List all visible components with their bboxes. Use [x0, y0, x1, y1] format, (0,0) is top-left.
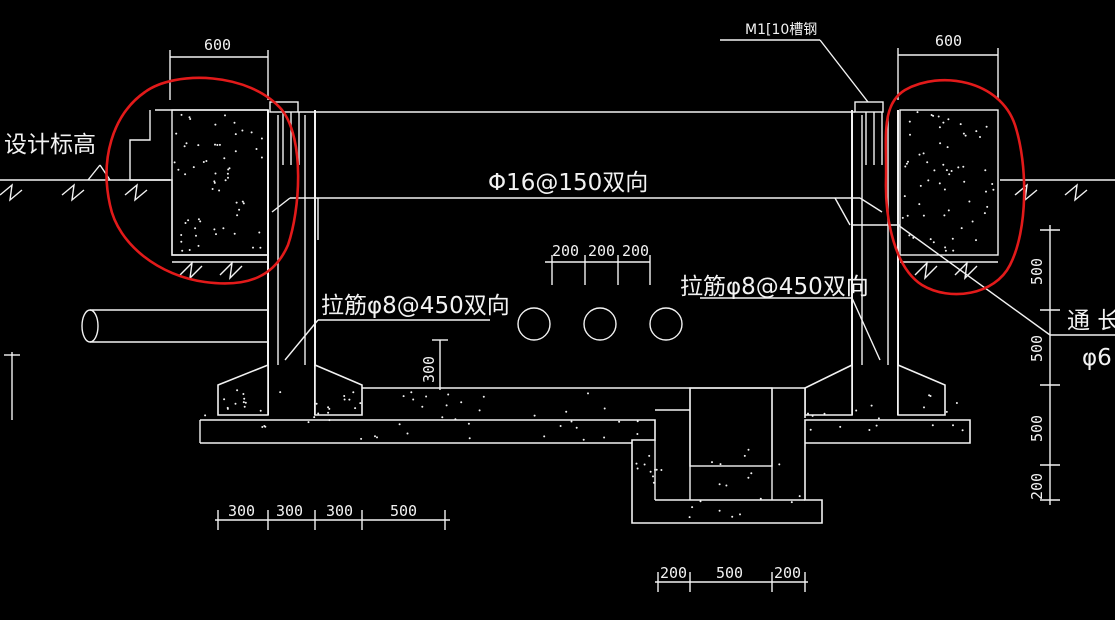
dim-right-b: 500	[1028, 335, 1046, 362]
right-cut-label-1: 通 长	[1067, 308, 1115, 334]
dim-sump-c: 200	[774, 564, 801, 582]
pipe	[81, 309, 268, 343]
highlight-circle-right	[884, 78, 1026, 296]
ground-line-right	[1000, 179, 1115, 202]
right-cut-label-2: φ6	[1082, 345, 1112, 371]
anchor-bars	[282, 112, 883, 165]
left-backfill-block	[129, 109, 269, 280]
dim-sump-b: 500	[716, 564, 743, 582]
dim-right-d: 200	[1028, 473, 1046, 500]
dim-bottom-d: 500	[390, 502, 417, 520]
dim-pipe-c: 200	[622, 242, 649, 260]
dim-right-a: 500	[1028, 258, 1046, 285]
dim-bottom-a: 300	[228, 502, 255, 520]
right-wall	[851, 101, 899, 415]
right-backfill-block	[899, 109, 999, 280]
main-rebar-label: Φ16@150双向	[488, 170, 648, 196]
dim-bottom-c: 300	[326, 502, 353, 520]
dim-right-c: 500	[1028, 415, 1046, 442]
dim-sump-a: 200	[660, 564, 687, 582]
holes	[517, 307, 683, 341]
design-elevation-label: 设计标高	[4, 132, 96, 158]
dim-top-right: 600	[935, 32, 962, 50]
highlight-circle-left	[105, 76, 300, 285]
tie-bar-right-label: 拉筋φ8@450双向	[680, 274, 869, 300]
tie-bar-left-label: 拉筋φ8@450双向	[321, 293, 510, 319]
ground-line-left	[0, 164, 170, 202]
dim-pipe-a: 200	[552, 242, 579, 260]
foundation	[199, 363, 971, 524]
rebar-slab	[271, 197, 900, 240]
dim-top-left: 600	[204, 36, 231, 54]
dim-bottom-b: 300	[276, 502, 303, 520]
dim-pipe-b: 200	[588, 242, 615, 260]
embed-label: M1[10槽钢	[745, 22, 817, 38]
dimension-lines	[4, 39, 1115, 592]
concrete-hatch	[173, 111, 995, 519]
dim-height-300: 300	[420, 356, 438, 383]
